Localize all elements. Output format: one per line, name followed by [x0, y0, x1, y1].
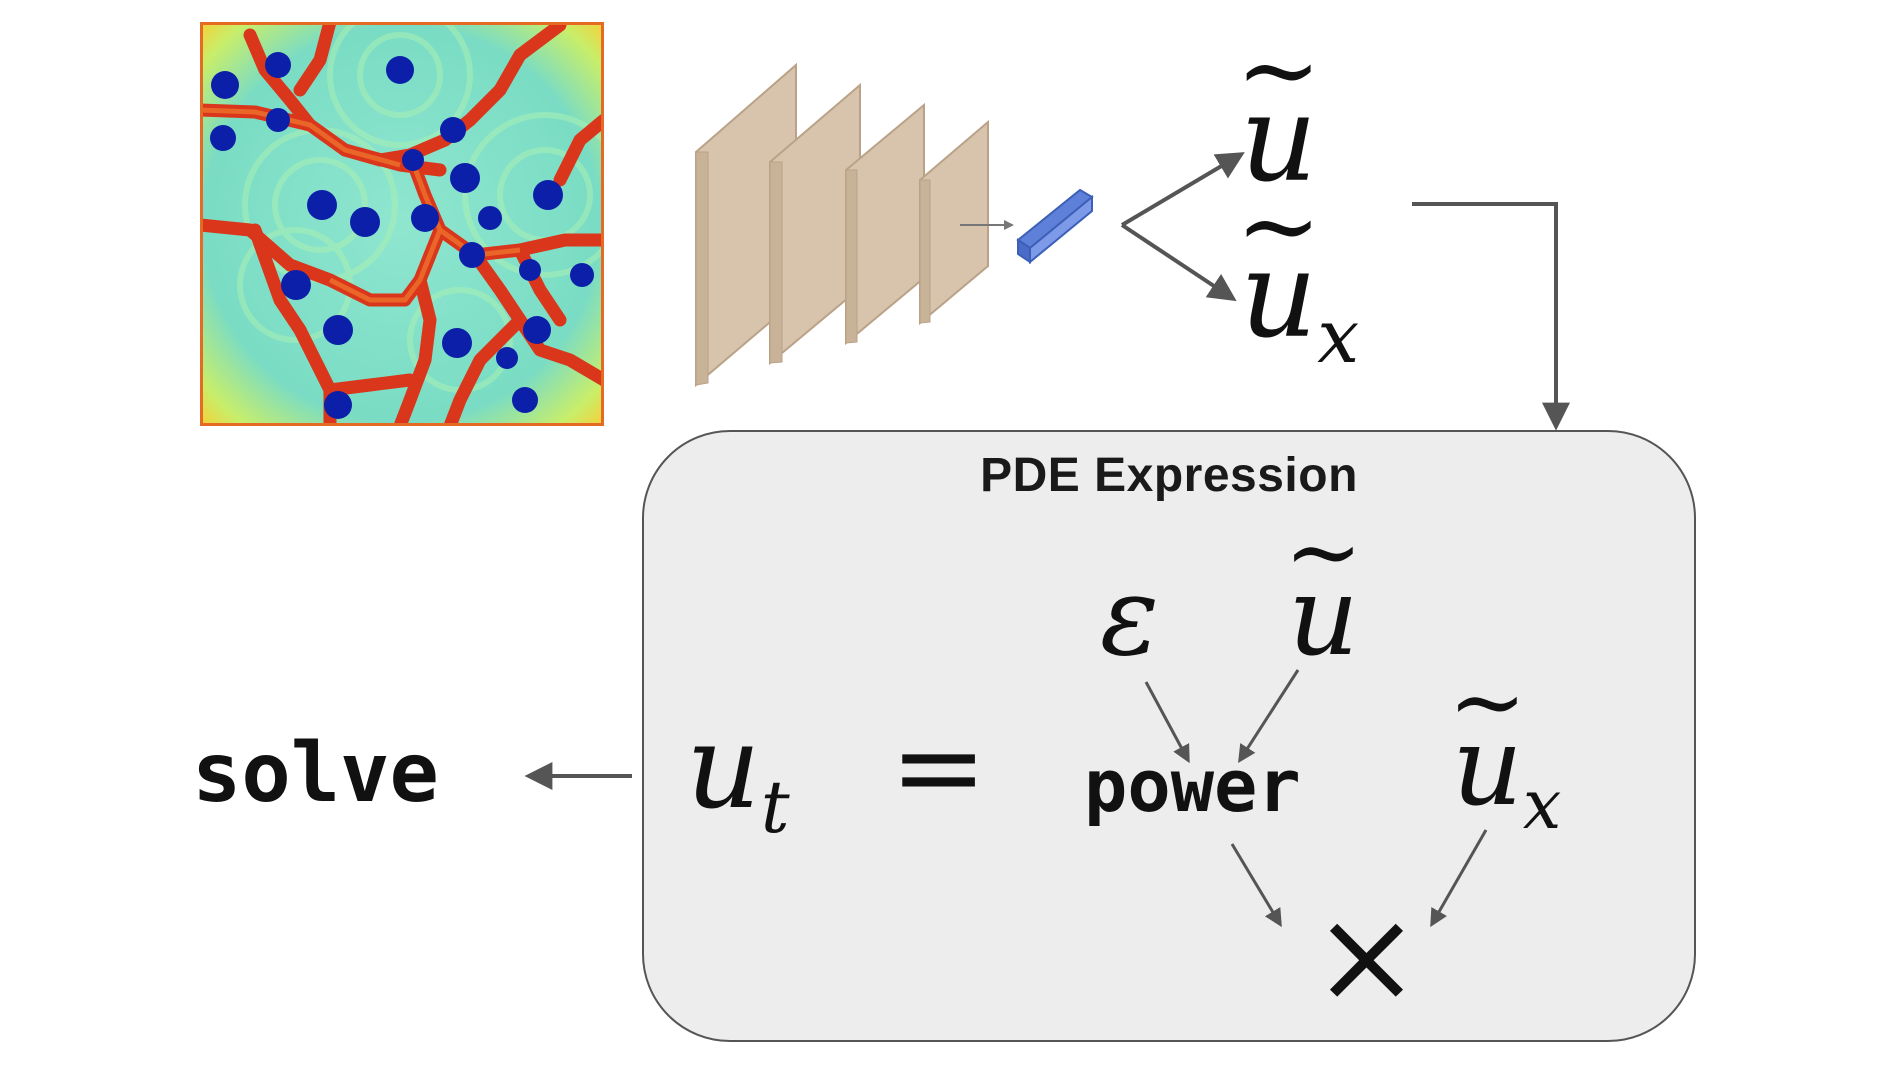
u-tilde-node: u [1288, 552, 1359, 680]
power-node: power [1084, 744, 1301, 828]
epsilon-node: ε [1100, 552, 1160, 680]
outputs-to-pde-arrow [1412, 202, 1570, 431]
cnn-layer-3 [845, 102, 925, 346]
solve-label: solve [192, 726, 439, 821]
fork-arrow-to-ux [1120, 223, 1237, 302]
pde-expression-title: PDE Expression [980, 449, 1358, 502]
ux-tilde-output: ux [1240, 226, 1359, 380]
fork-arrow-to-u [1120, 152, 1245, 227]
equals-sign: = [890, 700, 988, 835]
multiply-node: × [1312, 880, 1421, 1032]
cnn-layer-4 [919, 119, 989, 326]
ux-tilde-node: ux [1452, 702, 1561, 845]
feature-vector [1016, 188, 1094, 265]
cnn-layer-2 [769, 82, 861, 366]
ut-lhs: ut [686, 700, 790, 850]
